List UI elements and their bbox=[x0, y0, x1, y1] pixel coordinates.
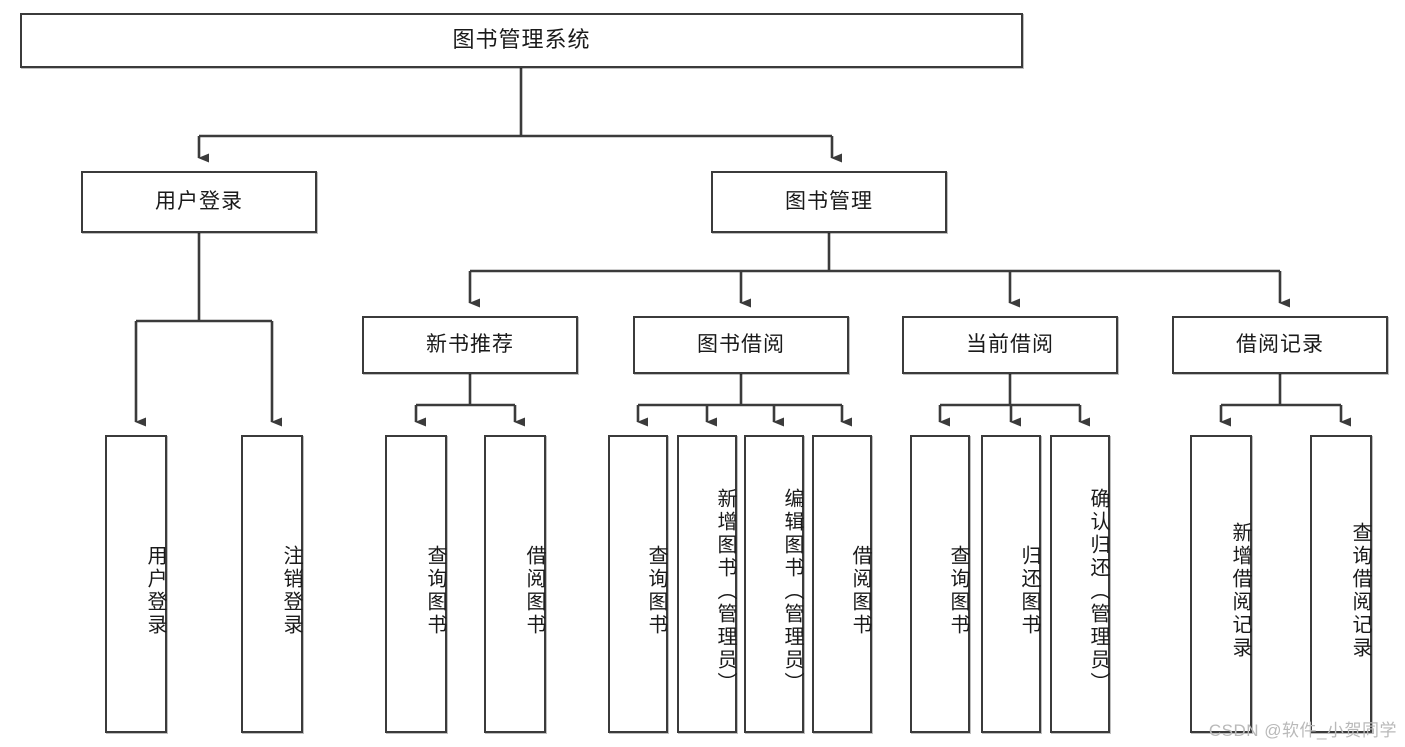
node-label: 查询图书 bbox=[947, 545, 969, 637]
node-current-borrowing[interactable]: 当前借阅 bbox=[902, 316, 1118, 374]
node-label: 查询图书 bbox=[424, 545, 446, 637]
node-book-borrowing[interactable]: 图书借阅 bbox=[633, 316, 849, 374]
leaf-query-books-newbook[interactable]: 查询图书 bbox=[385, 435, 447, 733]
node-label: 借阅记录 bbox=[1236, 333, 1324, 357]
leaf-confirm-return-admin[interactable]: 确认归还（管理员） bbox=[1050, 435, 1110, 733]
leaf-edit-book-admin[interactable]: 编辑图书（管理员） bbox=[744, 435, 804, 733]
leaf-borrow-books-newbook[interactable]: 借阅图书 bbox=[484, 435, 546, 733]
node-user-login[interactable]: 用户登录 bbox=[81, 171, 317, 233]
node-borrowing-records[interactable]: 借阅记录 bbox=[1172, 316, 1388, 374]
node-label: 确认归还（管理员） bbox=[1087, 487, 1109, 695]
node-new-book-recommendation[interactable]: 新书推荐 bbox=[362, 316, 578, 374]
node-label: 查询借阅记录 bbox=[1349, 522, 1371, 660]
leaf-add-borrow-record[interactable]: 新增借阅记录 bbox=[1190, 435, 1252, 733]
node-label: 注销登录 bbox=[280, 545, 302, 637]
node-label: 新书推荐 bbox=[426, 333, 514, 357]
leaf-add-book-admin[interactable]: 新增图书（管理员） bbox=[677, 435, 737, 733]
node-label: 归还图书 bbox=[1018, 545, 1040, 637]
node-book-management[interactable]: 图书管理 bbox=[711, 171, 947, 233]
node-label: 用户登录 bbox=[155, 190, 243, 214]
leaf-query-borrow-record[interactable]: 查询借阅记录 bbox=[1310, 435, 1372, 733]
node-label: 图书借阅 bbox=[697, 333, 785, 357]
node-label: 新增图书（管理员） bbox=[714, 487, 736, 695]
node-label: 编辑图书（管理员） bbox=[781, 487, 803, 695]
node-label: 查询图书 bbox=[645, 545, 667, 637]
node-label: 当前借阅 bbox=[966, 333, 1054, 357]
leaf-user-login[interactable]: 用户登录 bbox=[105, 435, 167, 733]
node-label: 图书管理 bbox=[785, 190, 873, 214]
node-label: 图书管理系统 bbox=[452, 27, 591, 53]
leaf-borrow-books[interactable]: 借阅图书 bbox=[812, 435, 872, 733]
leaf-query-books-current[interactable]: 查询图书 bbox=[910, 435, 970, 733]
leaf-logout[interactable]: 注销登录 bbox=[241, 435, 303, 733]
node-label: 新增借阅记录 bbox=[1229, 522, 1251, 660]
leaf-query-books-borrow[interactable]: 查询图书 bbox=[608, 435, 668, 733]
leaf-return-books[interactable]: 归还图书 bbox=[981, 435, 1041, 733]
node-label: 借阅图书 bbox=[523, 545, 545, 637]
node-label: 借阅图书 bbox=[849, 545, 871, 637]
node-label: 用户登录 bbox=[144, 545, 166, 637]
node-root-book-management-system[interactable]: 图书管理系统 bbox=[20, 13, 1023, 68]
watermark: CSDN @软件_小贺同学 bbox=[1208, 721, 1397, 740]
